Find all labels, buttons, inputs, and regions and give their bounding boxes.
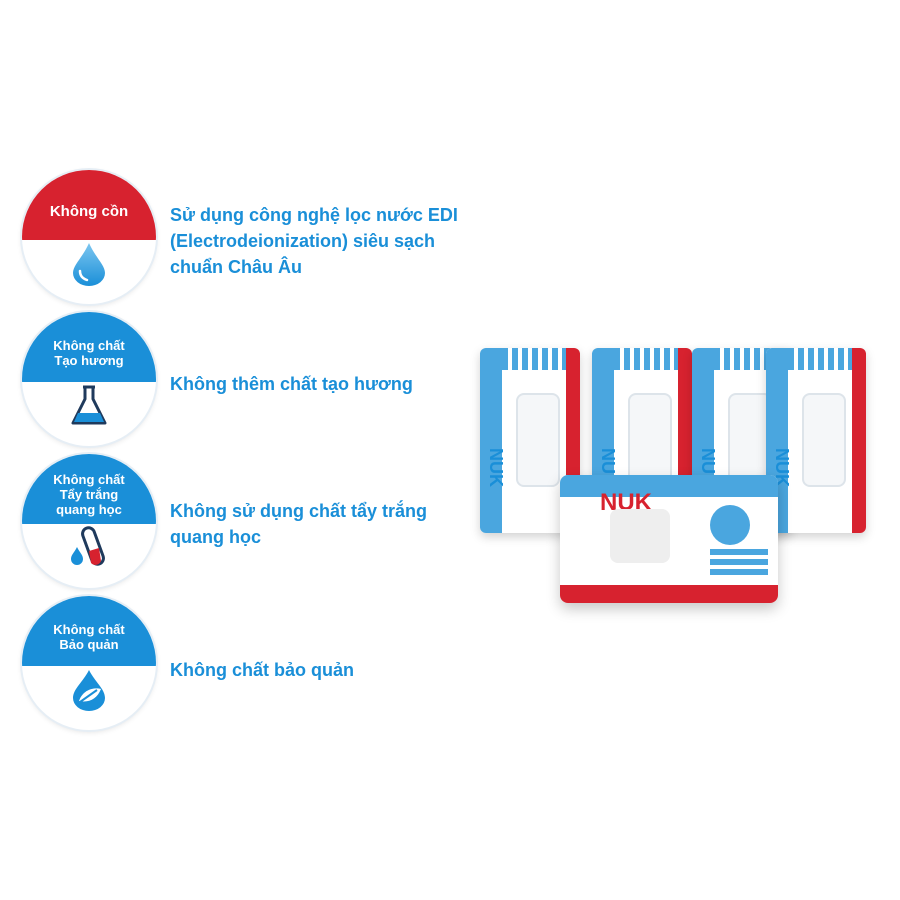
badge-no-preservative: Không chất Bảo quản — [22, 596, 156, 730]
badge-caption: Không chất Tạo hương — [22, 312, 156, 382]
badge-caption: Không chất Tẩy trắng quang học — [22, 454, 156, 524]
water-drop-icon — [22, 232, 156, 296]
test-tube-icon — [22, 516, 156, 580]
badge-caption: Không cồn — [22, 170, 156, 240]
badge-caption-line: quang học — [56, 502, 122, 518]
description-line: Sử dụng công nghệ lọc nước EDI — [170, 205, 458, 225]
wipes-pack: NUK — [766, 348, 866, 533]
description-line: chuẩn Châu Âu — [170, 257, 303, 277]
leaf-drop-icon — [22, 658, 156, 722]
description-line: (Electrodeionization) siêu sạch — [170, 231, 436, 251]
wipes-pack: NUK — [480, 348, 580, 533]
badge-caption: Không chất Bảo quản — [22, 596, 156, 666]
badge-caption-line: Không chất — [53, 472, 125, 488]
badge-caption-line: Tẩy trắng — [59, 487, 119, 503]
badge-caption-line: Tạo hương — [54, 352, 124, 368]
badge-no-optical-brightener: Không chất Tẩy trắng quang học — [22, 454, 156, 588]
badge-caption-line: Không cồn — [49, 203, 129, 221]
feature-description: Không sử dụng chất tẩy trắng quang học — [170, 498, 427, 550]
description-line: quang học — [170, 527, 261, 547]
pack-feature-stripes — [710, 549, 768, 579]
feature-description: Sử dụng công nghệ lọc nước EDI (Electrod… — [170, 202, 458, 280]
description-line: Không thêm chất tạo hương — [170, 374, 413, 394]
feature-description: Không thêm chất tạo hương — [170, 371, 413, 397]
feature-description: Không chất bảo quản — [170, 657, 354, 683]
description-line: Không chất bảo quản — [170, 660, 354, 680]
wipes-pack-front: NUK — [560, 475, 778, 603]
description-line: Không sử dụng chất tẩy trắng — [170, 501, 428, 521]
badge-no-alcohol: Không cồn — [22, 170, 156, 304]
badge-no-fragrance: Không chất Tạo hương — [22, 312, 156, 446]
badge-caption-line: Không chất — [53, 337, 125, 353]
badge-caption-line: Bảo quản — [59, 636, 119, 652]
badge-caption-line: Không chất — [53, 621, 125, 637]
pack-kills-badge — [710, 505, 750, 545]
pack-lid — [610, 509, 670, 563]
pack-brand-logo: NUK — [486, 448, 506, 487]
product-wipes-packs: NUK NUK NUK NUK NUK — [430, 330, 890, 630]
flask-icon — [22, 374, 156, 438]
